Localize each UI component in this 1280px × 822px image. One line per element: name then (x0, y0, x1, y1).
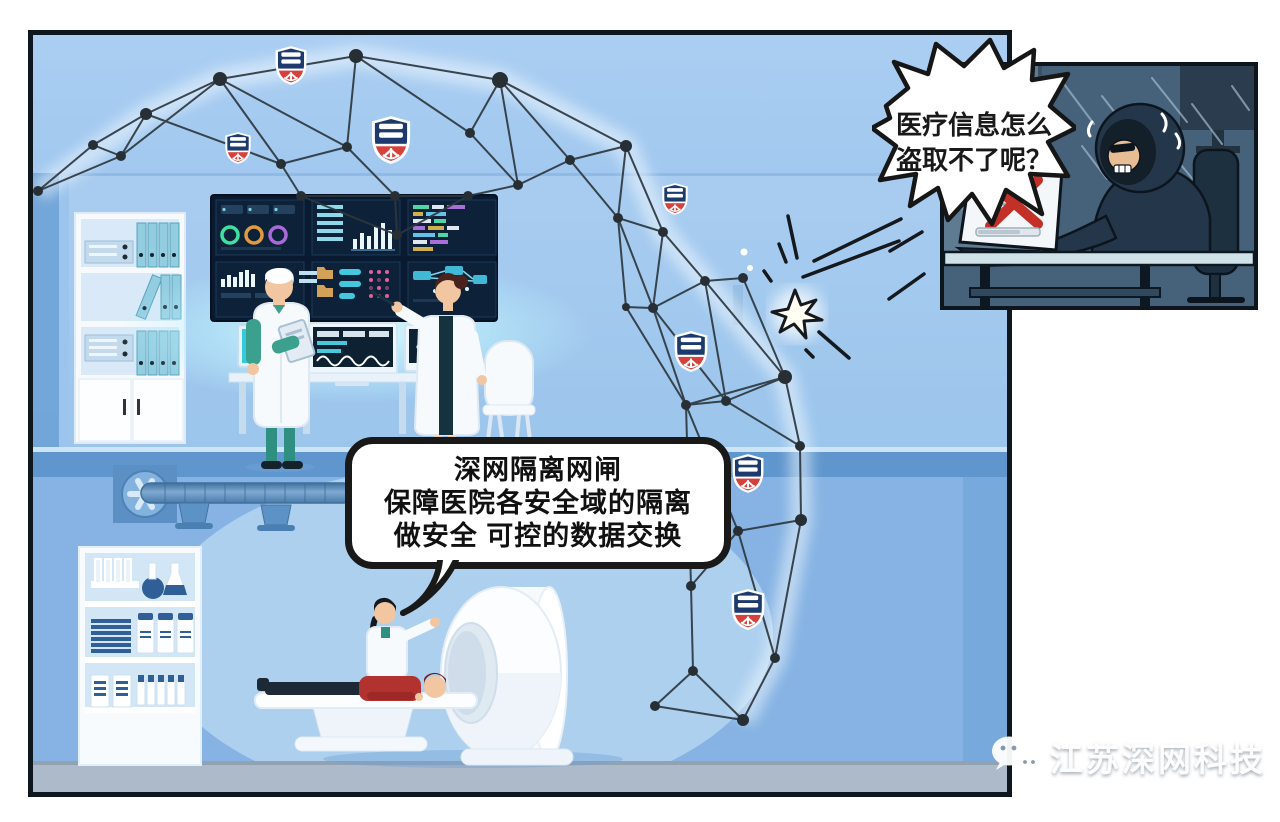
hacker-desk (944, 250, 1254, 306)
gritted-teeth (1113, 164, 1132, 174)
wechat-icon (992, 736, 1041, 779)
network-mesh (33, 45, 812, 726)
security-shield-icon (731, 454, 765, 493)
hacker-bubble-line: 医疗信息怎么 (895, 110, 1052, 140)
watermark: 江苏深网科技 (990, 733, 1266, 781)
security-shield-icon (661, 183, 689, 215)
hacker-bubble-line: 盗取不了呢？ (895, 145, 1052, 175)
hospital-comic-panel (28, 30, 1012, 797)
gateway-bubble-line: 深网隔离网闸 (454, 454, 622, 485)
mesh-nodes (33, 49, 807, 726)
basement-floor (33, 761, 1007, 792)
security-shield-icon (224, 132, 252, 164)
security-shield-icon (370, 116, 412, 164)
security-shield-icon (730, 589, 766, 630)
ct-technician (366, 597, 440, 680)
sweat-drops (1086, 112, 1182, 150)
ventilation-duct (113, 465, 354, 531)
security-shield-icon (274, 46, 308, 85)
dna-helix-icon (316, 355, 390, 367)
doctor-male (246, 268, 316, 472)
document-cabinet (74, 212, 186, 444)
gateway-bubble-line: 做安全 可控的数据交换 (393, 520, 683, 551)
spiky-bubble-shape (872, 37, 1076, 227)
watermark-text: 江苏深网科技 (1050, 741, 1266, 778)
patient (257, 672, 446, 701)
hacker-figure (1036, 102, 1212, 258)
ct-scanner-scene (254, 586, 623, 768)
gateway-bubble-line: 保障医院各安全域的隔离 (384, 487, 692, 518)
hacker-speech-bubble: 医疗信息怎么 盗取不了呢？ (872, 36, 1076, 250)
security-shield-icon (673, 331, 709, 372)
lab-shelf (78, 546, 202, 766)
speech-bubble-tail (400, 560, 459, 616)
gateway-speech-bubble: 深网隔离网闸 保障医院各安全域的隔离 做安全 可控的数据交换 (345, 437, 731, 569)
